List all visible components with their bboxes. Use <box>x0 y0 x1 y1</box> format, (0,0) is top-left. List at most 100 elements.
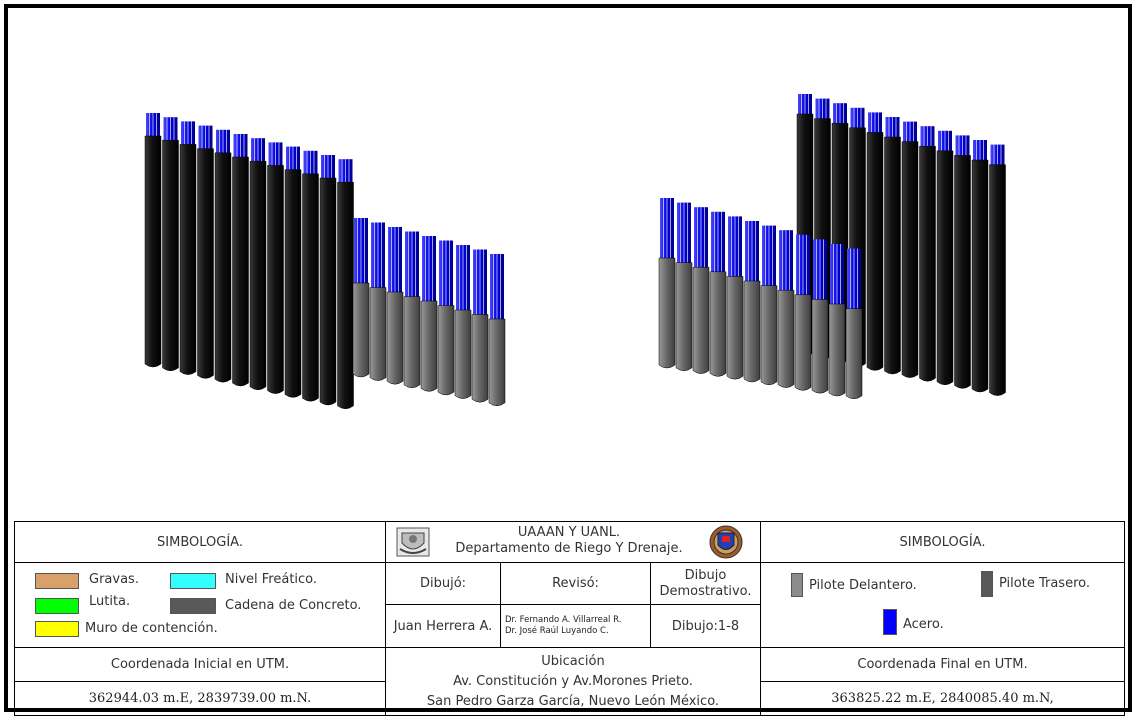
coord-start-value-text: 362944.03 m.E, 2839739.00 m.N. <box>88 691 312 706</box>
pile-body <box>454 309 472 399</box>
rear-pile <box>214 129 232 383</box>
institution-name: UAAAN Y UANL. <box>517 525 621 540</box>
reviewers: Dr. Fernando A. Villarreal R. Dr. José R… <box>500 604 650 647</box>
legend-cadena-concreto: Cadena de Concreto. <box>225 598 362 613</box>
pile-body <box>284 169 302 398</box>
left-legend-heading: SIMBOLOGÍA. <box>15 522 385 562</box>
uaaan-seal-icon <box>396 527 430 557</box>
rear-pile <box>319 155 337 406</box>
legend-lutita: Lutita. <box>89 594 131 609</box>
pile-body <box>760 285 778 386</box>
front-pile <box>471 249 489 403</box>
rear-pile <box>197 125 214 379</box>
swatch-gravas <box>35 573 79 589</box>
pile-body <box>352 282 370 378</box>
coord-start-label: Coordenada Inicial en UTM. <box>15 647 385 681</box>
right-legend-heading-text: SIMBOLOGÍA. <box>899 534 986 550</box>
swatch-acero <box>883 609 897 635</box>
pile-body <box>403 296 421 389</box>
front-pile <box>386 227 404 385</box>
pile-body <box>471 314 489 403</box>
legend-pilote-trasero: Pilote Trasero. <box>999 576 1090 591</box>
front-pile <box>420 236 438 392</box>
rear-pile <box>884 117 901 375</box>
front-pile <box>692 207 710 374</box>
pile-body <box>901 141 919 378</box>
pile-body <box>675 262 693 372</box>
pile-body <box>811 299 829 394</box>
legend-muro-contencion: Muro de contención. <box>85 621 218 636</box>
front-pile <box>352 218 370 378</box>
rear-pile <box>302 150 319 402</box>
institution-header: UAAAN Y UANL. Departamento de Riego Y Dr… <box>385 522 760 562</box>
uanl-seal-icon <box>709 525 743 559</box>
reviewed-label: Revisó: <box>500 562 650 604</box>
rear-pile <box>971 140 989 393</box>
swatch-pilote-trasero <box>981 571 993 597</box>
swatch-cadena-concreto <box>170 598 216 614</box>
rear-pile <box>954 135 971 389</box>
legend-acero: Acero. <box>903 617 944 632</box>
front-pile <box>811 239 829 394</box>
rear-pile <box>179 121 197 375</box>
pile-body <box>437 305 455 396</box>
front-pile <box>658 198 676 369</box>
drawing-type: Dibujo Demostrativo. <box>650 562 760 604</box>
department-name: Departamento de Riego Y Drenaje. <box>455 541 683 556</box>
rear-pile <box>936 130 954 386</box>
rear-pile <box>144 113 162 368</box>
location-line-1: Av. Constitución y Av.Morones Prieto. <box>453 673 693 689</box>
swatch-muro-contencion <box>35 621 79 637</box>
pile-wall-drawing <box>144 94 1006 410</box>
pile-body <box>828 303 846 397</box>
pile-body <box>302 173 319 402</box>
coord-start-value: 362944.03 m.E, 2839739.00 m.N. <box>15 681 385 715</box>
right-legend: Pilote Delantero. Pilote Trasero. Acero. <box>760 562 1124 647</box>
title-block: SIMBOLOGÍA. Gravas. Nivel Freático. Luti… <box>14 521 1125 716</box>
rear-pile <box>232 134 249 387</box>
drew-name-text: Juan Herrera A. <box>393 618 493 634</box>
pile-body <box>488 318 506 407</box>
pile-body <box>884 136 901 375</box>
rear-pile <box>901 121 919 378</box>
pile-body <box>989 164 1006 396</box>
pile-body <box>144 135 162 368</box>
pile-body <box>386 291 404 385</box>
front-pile <box>369 222 387 381</box>
pile-body <box>337 181 354 410</box>
front-pile <box>675 202 693 372</box>
location-line-2: San Pedro Garza García, Nuevo León Méxic… <box>426 693 720 709</box>
right-pile-group <box>658 94 1006 400</box>
location-heading: Ubicación <box>541 653 605 669</box>
rear-pile <box>989 144 1006 396</box>
pile-body <box>197 148 214 379</box>
front-pile <box>794 234 812 391</box>
rear-pile <box>284 146 302 398</box>
swatch-pilote-delantero <box>791 573 803 597</box>
drew-label: Dibujó: <box>385 562 500 604</box>
reviewer-2: Dr. José Raúl Luyando C. <box>505 626 609 636</box>
pile-body <box>179 144 197 375</box>
pile-body <box>162 139 179 372</box>
front-pile <box>488 254 506 407</box>
drawing-number-text: Dibujo:1-8 <box>671 618 740 634</box>
coord-end-value: 363825.22 m.E, 2840085.40 m.N, <box>760 681 1124 715</box>
rear-pile <box>249 138 267 391</box>
drawing-type-line-1: Dibujo <box>684 567 727 583</box>
rear-pile <box>267 142 284 394</box>
pile-body <box>214 152 232 383</box>
swatch-lutita <box>35 598 79 614</box>
pile-body <box>743 280 761 383</box>
front-pile <box>845 248 863 400</box>
coord-end-label: Coordenada Final en UTM. <box>760 647 1124 681</box>
pile-body <box>971 159 989 393</box>
pile-body <box>794 294 812 391</box>
rear-pile <box>162 117 179 372</box>
swatch-nivel-freatico <box>170 573 216 589</box>
left-legend-heading-text: SIMBOLOGÍA. <box>157 534 243 550</box>
pile-body <box>954 155 971 389</box>
front-pile <box>760 225 778 386</box>
pile-body <box>249 160 267 391</box>
coord-start-label-text: Coordenada Inicial en UTM. <box>110 657 290 672</box>
pile-body <box>692 266 710 374</box>
